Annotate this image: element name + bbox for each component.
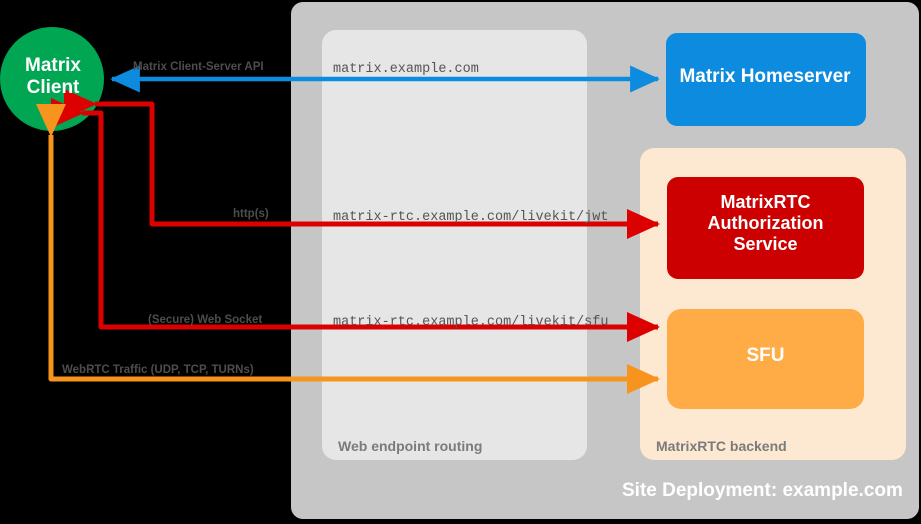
node-matrix-homeserver[interactable] xyxy=(666,33,866,126)
edge-webrtc-traffic xyxy=(36,104,661,394)
container-web-endpoint-routing xyxy=(322,30,587,460)
node-sfu[interactable] xyxy=(667,309,864,409)
node-matrixrtc-authorization-service[interactable] xyxy=(667,177,864,279)
